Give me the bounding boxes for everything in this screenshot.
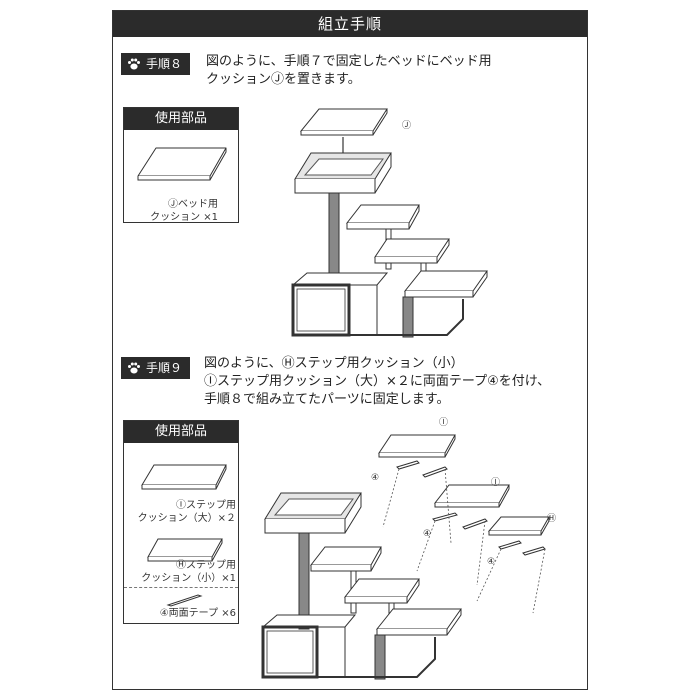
part-label-line: クッション（小）×1 <box>141 573 236 584</box>
paw-icon <box>128 362 140 374</box>
sheet-title: 組立手順 <box>113 11 587 37</box>
bed-cushion-part-illustration <box>137 147 227 181</box>
step9-parts-box: 使用部品 Ⓘステップ用 クッション（大）×２ Ⓗステップ用 クッション（小）×1… <box>123 420 239 624</box>
step8-badge: 手順８ <box>121 53 191 75</box>
step9-part3-label: ④両面テープ ×6 <box>128 607 236 620</box>
parts-divider <box>124 587 238 588</box>
step8-text-line: 図のように、手順７で固定したベッドにベッド用 <box>206 54 492 69</box>
step8-part-label: Ⓙベッド用 クッション ×1 <box>128 198 218 224</box>
step8-instruction: 図のように、手順７で固定したベッドにベッド用 クッションⒿを置きます。 <box>206 53 492 89</box>
step9-badge-label: 手順９ <box>146 361 183 375</box>
step9-text-line: 図のように、Ⓗステップ用クッション（小） <box>204 356 464 371</box>
part-label-line: クッション（大）×２ <box>137 513 236 524</box>
step9-instruction: 図のように、Ⓗステップ用クッション（小） Ⓘステップ用クッション（大）×２に両面… <box>204 355 550 409</box>
part-label-line: クッション ×1 <box>150 212 218 223</box>
callout-tape-3: ④ <box>487 557 496 567</box>
callout-tape-1: ④ <box>371 473 380 483</box>
callout-j: Ⓙ <box>402 121 412 131</box>
part-label-line: ④両面テープ ×6 <box>159 608 236 619</box>
step9-part1-label: Ⓘステップ用 クッション（大）×２ <box>128 499 236 525</box>
step8-badge-label: 手順８ <box>146 57 183 71</box>
part-label-line: Ⓘステップ用 <box>176 500 236 511</box>
part-label-line: Ⓙベッド用 <box>168 199 218 210</box>
parts-title: 使用部品 <box>124 108 238 130</box>
instruction-sheet: 組立手順 手順８ 図のように、手順７で固定したベッドにベッド用 クッションⒿを置… <box>112 10 588 690</box>
callout-i-middle: Ⓘ <box>491 478 501 488</box>
step9-text-line: 手順８で組み立てたパーツに固定します。 <box>204 392 450 407</box>
step9-text-line: Ⓘステップ用クッション（大）×２に両面テープ④を付け、 <box>204 374 551 389</box>
part-label-line: Ⓗステップ用 <box>176 560 236 571</box>
callout-h: Ⓗ <box>547 514 557 524</box>
step9-badge: 手順９ <box>121 357 191 379</box>
callout-tape-2: ④ <box>423 529 432 539</box>
step9-assembly-illustration <box>261 434 550 680</box>
parts-title: 使用部品 <box>124 421 238 443</box>
small-step-cushion-part-illustration <box>147 538 223 562</box>
step8-parts-box: 使用部品 Ⓙベッド用 クッション ×1 <box>123 107 239 223</box>
step8-assembly-illustration <box>291 108 488 338</box>
paw-icon <box>128 58 140 70</box>
step8-text-line: クッションⒿを置きます。 <box>206 72 361 87</box>
double-sided-tape-part-illustration <box>166 594 203 607</box>
step9-part2-label: Ⓗステップ用 クッション（小）×1 <box>128 559 236 585</box>
callout-i-top: Ⓘ <box>439 418 449 428</box>
large-step-cushion-part-illustration <box>141 464 227 490</box>
